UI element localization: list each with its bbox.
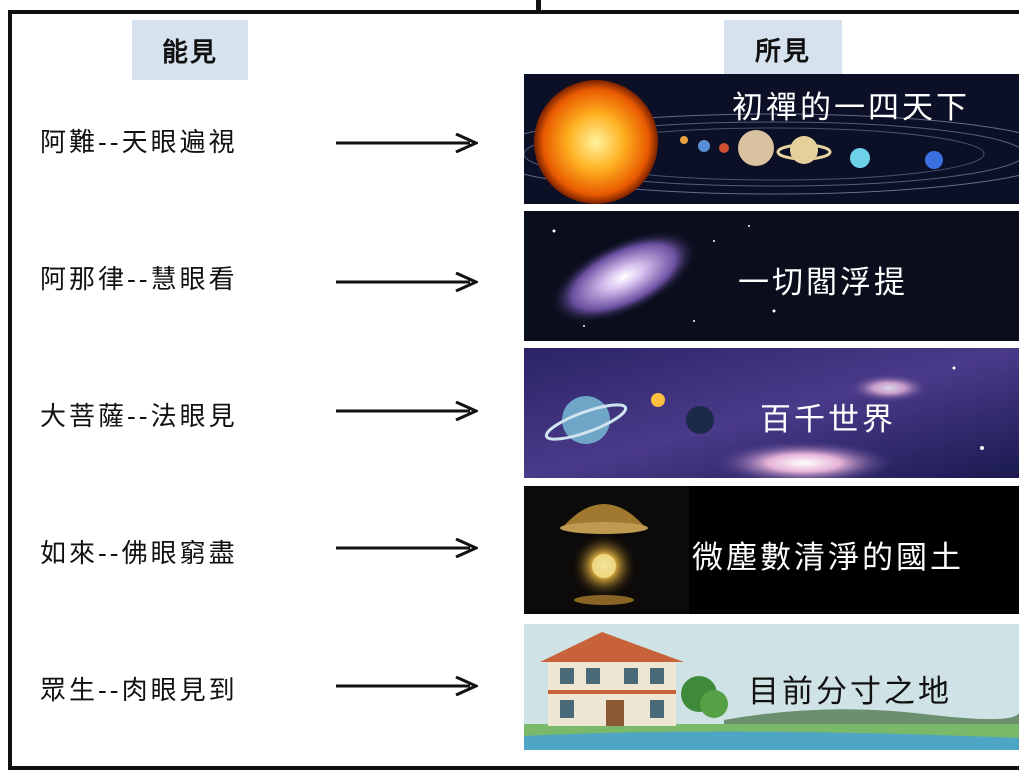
seen-text-aniruddha: 一切閻浮提 xyxy=(738,265,908,301)
row-label-aniruddha: 阿那律--慧眼看 xyxy=(40,265,238,295)
arrow-icon xyxy=(336,676,478,696)
row-label-bodhisattva: 大菩薩--法眼見 xyxy=(40,402,238,432)
arrow-icon xyxy=(336,133,478,153)
top-divider-tick xyxy=(536,0,541,12)
panel-dust-lands: 微塵數清淨的國土 xyxy=(524,486,1019,614)
panel-nebula-worlds: 百千世界 xyxy=(524,348,1019,478)
row-label-tathagata: 如來--佛眼窮盡 xyxy=(40,539,238,569)
panel-galaxy: 一切閻浮提 xyxy=(524,211,1019,341)
panel-solar-system: 初禪的一四天下 xyxy=(524,74,1019,204)
arrow-icon xyxy=(336,401,478,421)
seen-text-bodhisattva: 百千世界 xyxy=(760,402,896,438)
panel-house-landscape: 目前分寸之地 xyxy=(524,624,1019,750)
row-label-ananda: 阿難--天眼遍視 xyxy=(40,128,238,158)
header-what-is-seen: 所見 xyxy=(724,20,842,78)
solar-system-image xyxy=(524,74,1019,204)
galaxy-image xyxy=(524,211,1019,341)
arrow-icon xyxy=(336,538,478,558)
seen-text-ananda: 初禪的一四天下 xyxy=(732,90,970,126)
dust-lands-image xyxy=(524,486,1019,614)
seen-text-sentient-beings: 目前分寸之地 xyxy=(748,674,952,710)
row-label-sentient-beings: 眾生--肉眼見到 xyxy=(40,676,238,706)
header-able-to-see: 能見 xyxy=(132,20,248,80)
arrow-icon xyxy=(336,272,478,292)
house-landscape-image xyxy=(524,624,1019,750)
seen-text-tathagata: 微塵數清淨的國土 xyxy=(692,540,964,576)
nebula-worlds-image xyxy=(524,348,1019,478)
